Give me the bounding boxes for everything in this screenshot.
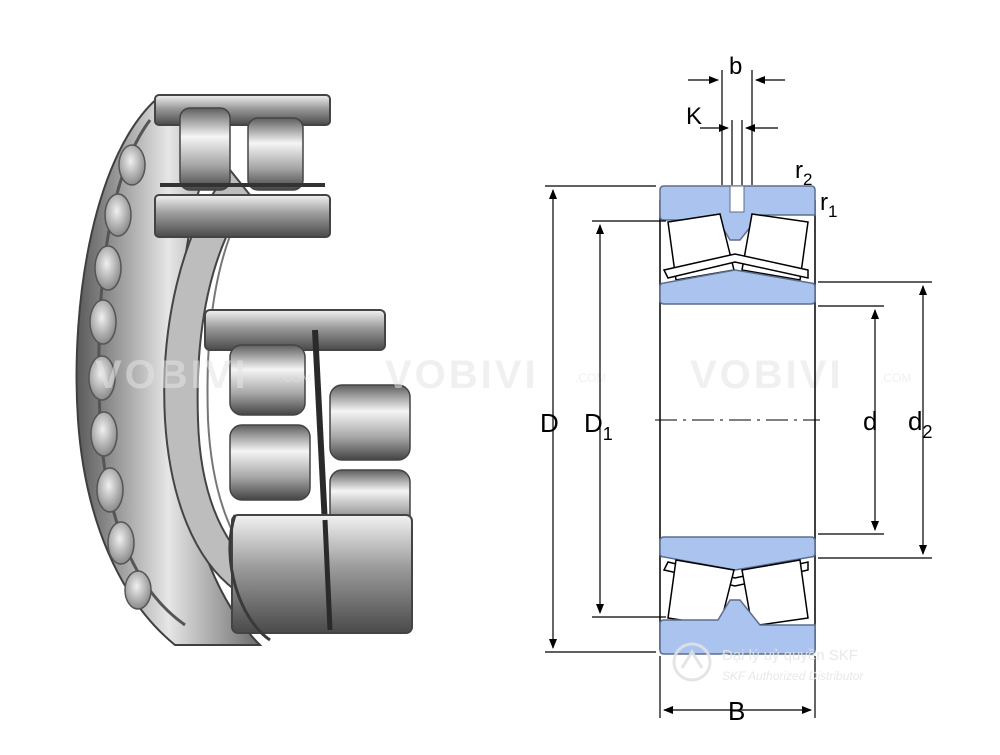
distributor-watermark: Đại lý uỷ quyền SKF SKF Authorized Distr… [672,642,864,683]
bearing-illustration [75,94,413,646]
label-b: b [729,53,742,80]
watermark-group: VOBIVI .COM VOBIVI .COM VOBIVI .COM [95,353,911,397]
distributor-line-1: Đại lý uỷ quyền SKF [722,647,858,664]
top-section [154,94,331,238]
roller-bottom-right [741,559,809,627]
watermark-suffix-3: .COM [880,371,911,385]
upper-section [659,185,816,305]
inner-ring-top [659,269,816,305]
cage-top [662,253,809,279]
label-B: B [728,696,745,726]
watermark-brand-2: VOBIVI [385,353,539,397]
outer-ring-top [659,185,816,241]
skf-logo-icon [672,642,712,682]
distributor-line-2: SKF Authorized Distributor [722,669,864,683]
cross-section-drawing: b K r2 r1 D D1 d d2 B [540,53,932,726]
label-d2: d2 [908,406,932,442]
watermark-suffix-1: .COM [280,371,311,385]
label-D: D [540,408,559,438]
label-K: K [686,103,702,130]
watermark-brand-3: VOBIVI [690,353,844,397]
outer-ring-bottom [659,599,816,655]
bottom-section [204,309,413,642]
inner-ring-bottom [659,536,816,571]
left-roller-row [88,144,152,610]
watermark-suffix-2: .COM [575,371,606,385]
label-r2: r2 [795,157,812,189]
label-d: d [863,406,877,436]
label-r1: r1 [820,189,837,221]
dimensions [545,70,932,718]
dimension-labels: b K r2 r1 D D1 d d2 B [540,53,932,726]
label-D1: D1 [584,408,613,444]
watermark-brand-1: VOBIVI [95,353,249,397]
lower-section [659,536,816,655]
